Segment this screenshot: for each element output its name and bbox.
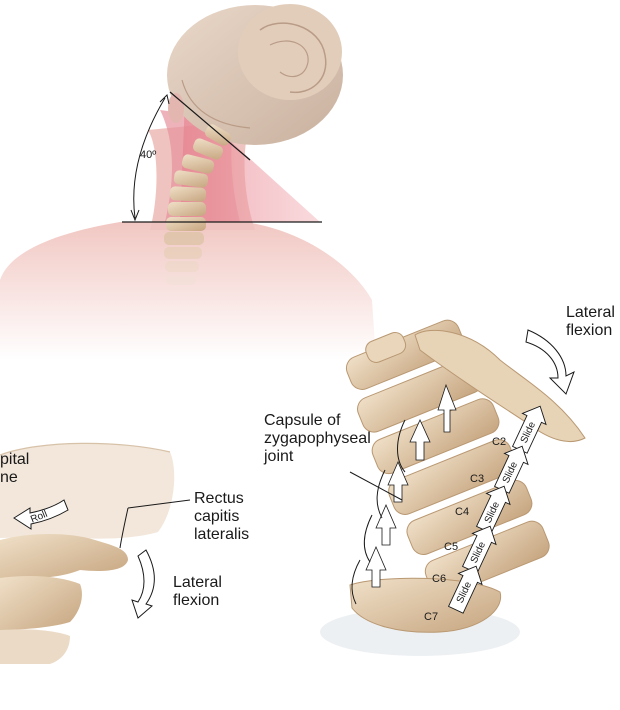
- vertebra-label-c7: C7: [424, 611, 438, 623]
- vertebra-label-c6: C6: [432, 573, 446, 585]
- capsule-label-line2: zygapophyseal: [264, 430, 371, 447]
- roll-arrow: [13, 499, 69, 530]
- vertebra-label-c5: C5: [444, 541, 458, 553]
- angle-label: 40º: [140, 149, 156, 161]
- rectus-label-line2: capitis: [194, 508, 240, 525]
- lateral-flexion-left-line2: flexion: [173, 592, 220, 609]
- capsule-label-line1: Capsule of: [264, 412, 341, 429]
- lateral-flexion-arrow-right: [525, 329, 575, 395]
- vertebra-labels: C2 C3 C4 C5 C6 C7: [424, 436, 506, 623]
- atlas-vertebra: [0, 534, 128, 579]
- left-panel-figure: [0, 442, 191, 664]
- slide-arrows: Slide Slide Slide Slide Slide: [448, 405, 547, 614]
- rectus-label-line1: Rectus: [194, 490, 244, 507]
- lateral-flexion-right-line2: flexion: [566, 322, 613, 339]
- top-panel-figure: [0, 4, 376, 360]
- lateral-flexion-arrow-left: [131, 549, 155, 619]
- occipital-bone-label: pital ne: [0, 451, 29, 487]
- occipital-label-line1: pital: [0, 451, 30, 468]
- lateral-flexion-right-line1: Lateral: [566, 304, 615, 321]
- capsule-label-line3: joint: [264, 448, 294, 465]
- vertebra-label-c3: C3: [470, 473, 484, 485]
- cervical-spine-top: [164, 124, 231, 285]
- capsule-zygapophyseal-joint-label: Capsule of zygapophyseal joint: [264, 412, 371, 466]
- lateral-flexion-label-right: Lateral flexion: [566, 304, 615, 340]
- shoulders: [0, 222, 376, 360]
- lateral-flexion-label-left: Lateral flexion: [173, 574, 222, 610]
- occipital-label-line2: ne: [0, 469, 18, 486]
- hair-bun: [238, 4, 342, 100]
- vertebra-label-c2: C2: [492, 436, 506, 448]
- lateral-flexion-left-line1: Lateral: [173, 574, 222, 591]
- axis-vertebra: [0, 576, 82, 630]
- rectus-capitis-lateralis-label: Rectus capitis lateralis: [194, 490, 249, 544]
- vertebra-label-c4: C4: [455, 506, 469, 518]
- rectus-label-line3: lateralis: [194, 526, 250, 543]
